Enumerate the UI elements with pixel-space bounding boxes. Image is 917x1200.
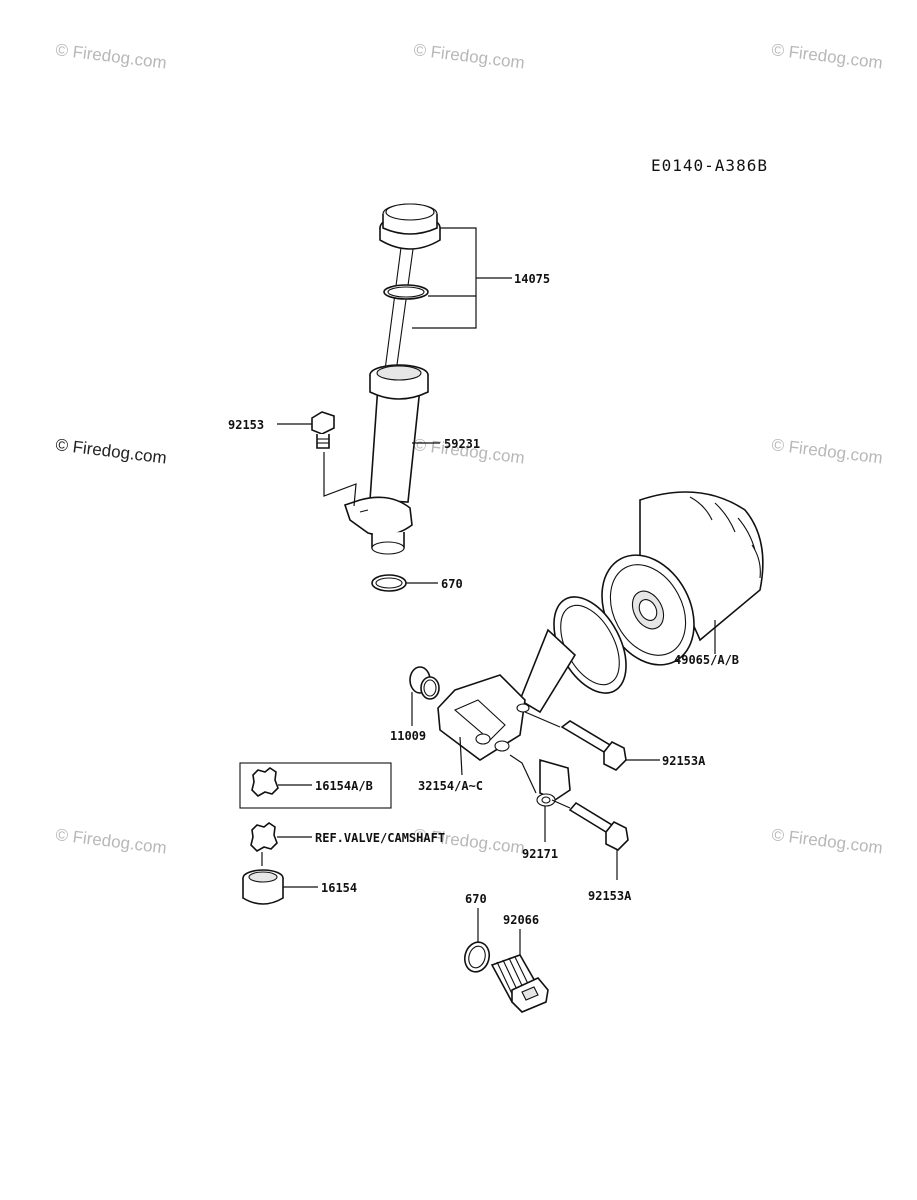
install-line: [551, 799, 571, 809]
watermark: © Firedog.com: [55, 40, 168, 72]
watermark: © Firedog.com: [771, 40, 884, 72]
watermark: © Firedog.com: [413, 40, 526, 72]
watermark: © Firedog.com: [771, 435, 884, 467]
part-label-59231: 59231: [444, 437, 480, 451]
part-label-11009: 11009: [390, 729, 426, 743]
part-label-92171: 92171: [522, 847, 558, 861]
install-line: [524, 711, 561, 728]
o-ring-670-top: [371, 574, 407, 592]
part-label-16154ab: 16154A/B: [315, 779, 373, 793]
gear-ref: [250, 822, 278, 852]
part-label-92153a-lower: 92153A: [588, 889, 632, 903]
gear-16154ab: [251, 767, 279, 797]
part-label-670-top: 670: [441, 577, 463, 591]
dipstick-assembly: [379, 203, 441, 373]
part-label-14075: 14075: [514, 272, 550, 286]
oil-filter: [601, 491, 764, 666]
o-ring-670-bottom: [463, 941, 491, 973]
part-label-49065: 49065/A/B: [674, 653, 739, 667]
bolt-92153a-lower: [568, 801, 629, 851]
bolt-92153: [311, 411, 335, 449]
part-label-670-bottom: 670: [465, 892, 487, 906]
bolt-92153a-upper: [560, 720, 627, 771]
gear-16154: [242, 869, 284, 905]
drain-plug-92066: [490, 954, 549, 1013]
watermark: © Firedog.com: [55, 825, 168, 857]
part-label-92066: 92066: [503, 913, 539, 927]
part-label-16154: 16154: [321, 881, 357, 895]
watermark: © Firedog.com: [771, 825, 884, 857]
o-ring-11009: [409, 666, 440, 700]
install-line: [323, 452, 357, 507]
oil-fill-tube: [343, 364, 429, 555]
part-label-32154: 32154/A~C: [418, 779, 483, 793]
oil-pipe: [437, 596, 627, 761]
install-line: [509, 754, 537, 794]
clamp-92171: [536, 758, 571, 807]
part-label-ref: REF.VALVE/CAMSHAFT: [315, 831, 445, 845]
diagram-code: E0140-A386B: [651, 156, 768, 175]
part-label-92153a-upper: 92153A: [662, 754, 706, 768]
part-label-92153: 92153: [228, 418, 264, 432]
leader-line: [459, 736, 463, 776]
watermark: © Firedog.com: [55, 435, 168, 467]
